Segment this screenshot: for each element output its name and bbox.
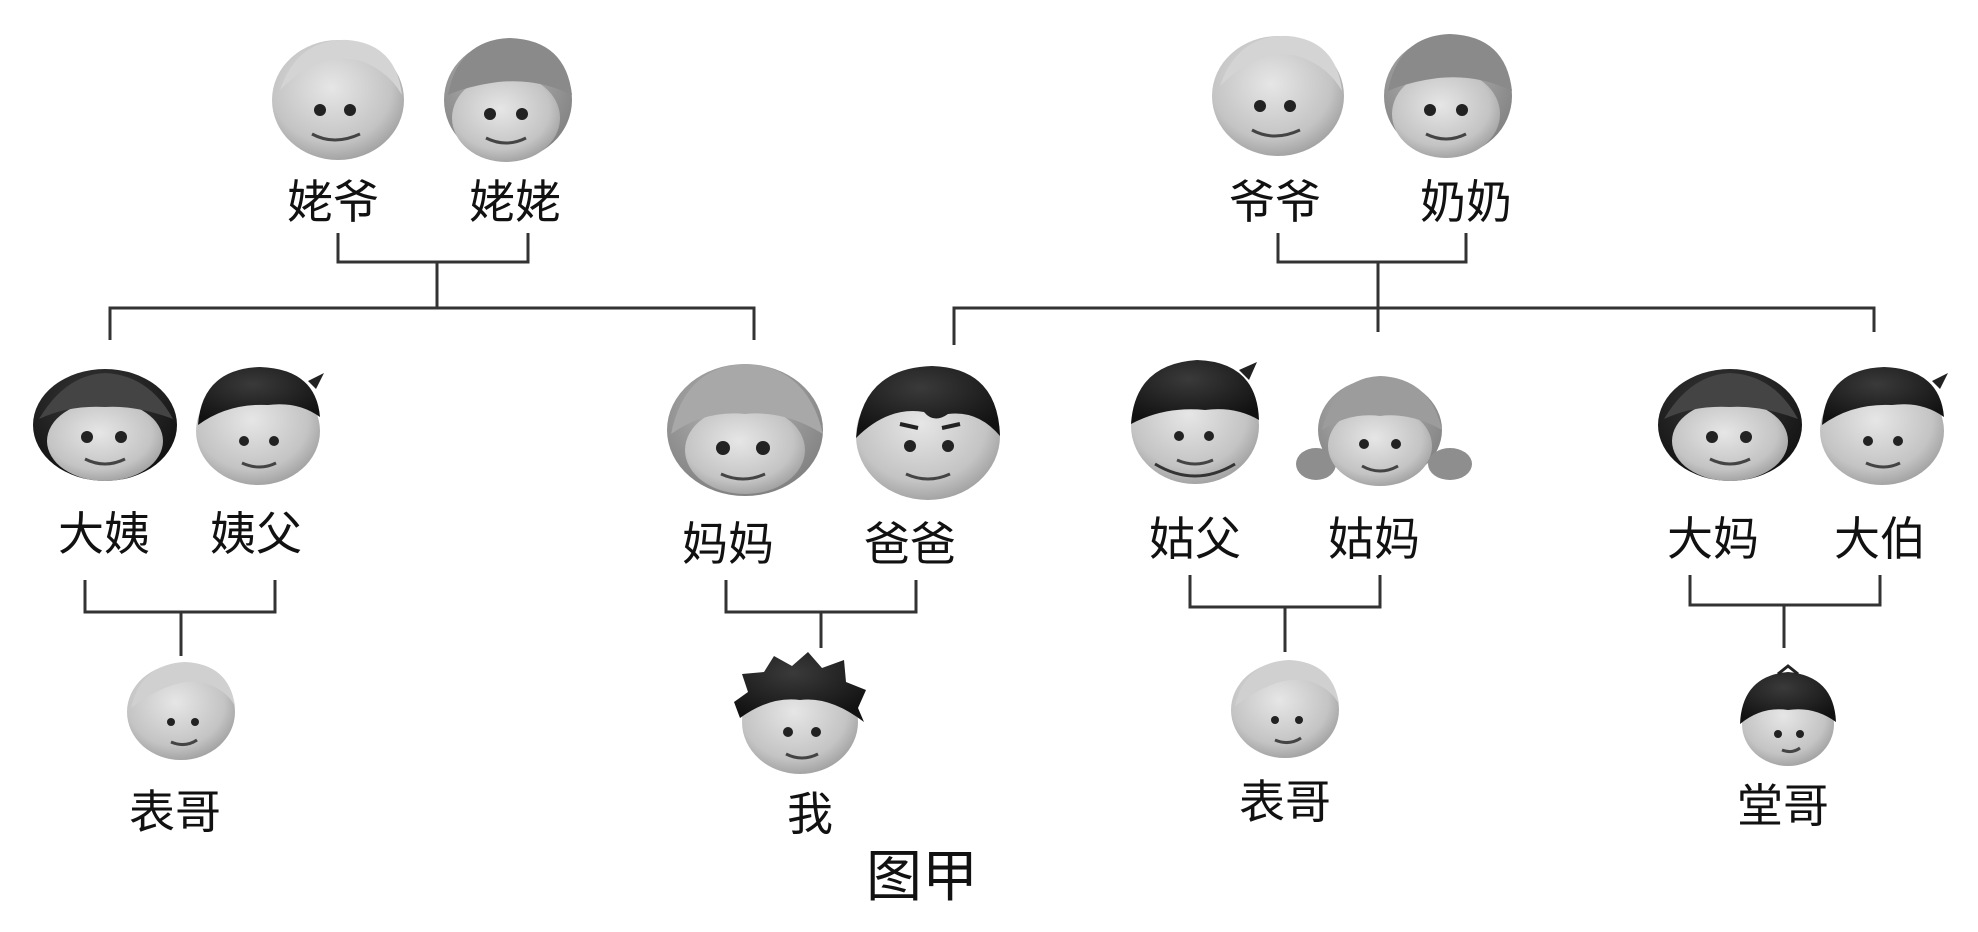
cousin-face-icon [1231,660,1339,758]
label-biaoge-left: 表哥 [129,785,221,839]
label-gufu: 姑父 [1149,512,1241,566]
label-yeye: 爷爷 [1229,175,1321,229]
grandpa-face-icon [272,39,404,160]
uncle-face-icon [1131,360,1259,484]
uncle-face-icon [196,367,324,485]
label-laolao: 姥姥 [469,175,561,229]
name-labels: 姥爷 姥姥 爷爷 奶奶 大姨 姨父 妈妈 爸爸 姑父 姑妈 大妈 大伯 表哥 我… [58,175,1926,841]
grandpa-face-icon [1212,35,1344,156]
cousin-face-icon [1740,664,1836,766]
aunt-face-icon [1296,376,1472,486]
label-laoye: 姥爷 [287,175,379,229]
label-wo: 我 [787,787,833,841]
connector-lines [83,233,1882,656]
aunt-face-icon [33,369,177,481]
label-biaoge-right: 表哥 [1239,775,1331,829]
label-tangge: 堂哥 [1737,779,1829,833]
label-baba: 爸爸 [864,517,956,571]
label-dayi: 大姨 [58,507,150,561]
grandma-face-icon [1384,34,1512,158]
label-nainai: 奶奶 [1420,175,1512,229]
father-face-icon [856,366,1000,500]
label-yifu: 姨父 [210,507,302,561]
mother-face-icon [667,364,823,496]
figure-caption: 图甲 [866,845,978,910]
label-mama: 妈妈 [682,517,774,571]
grandma-face-icon [444,38,572,162]
label-dabo: 大伯 [1834,512,1926,566]
cousin-face-icon [127,662,235,760]
uncle-face-icon [1820,367,1948,485]
label-dama: 大妈 [1667,512,1759,566]
me-face-icon [734,652,866,774]
aunt-face-icon [1658,369,1802,481]
label-gumu: 姑妈 [1328,512,1420,566]
